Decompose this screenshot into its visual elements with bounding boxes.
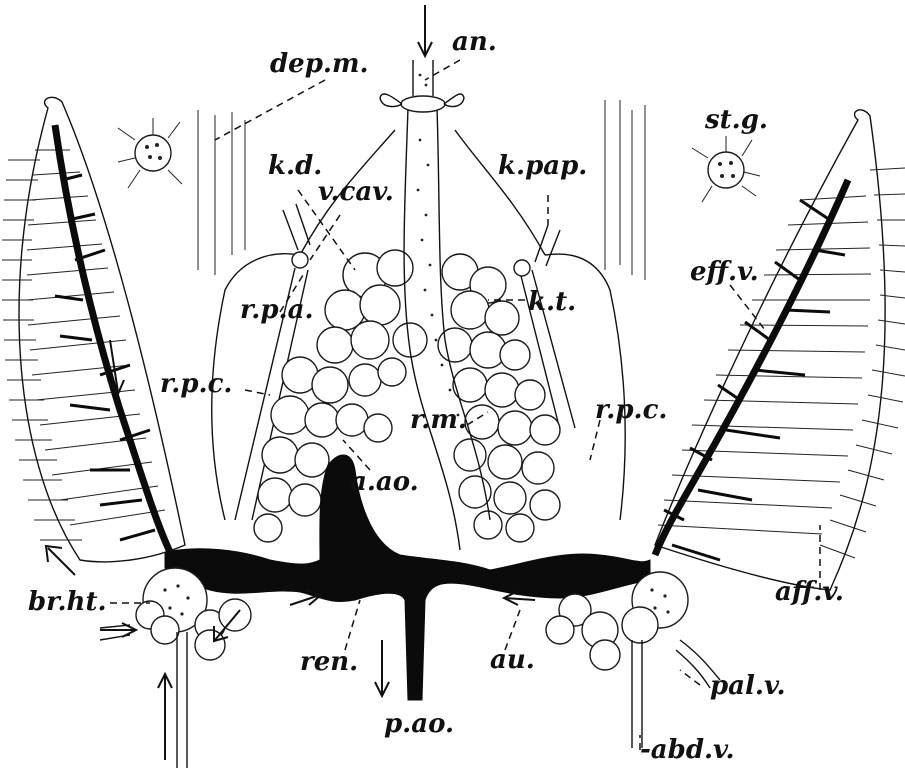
branchial-heart-left [100,568,251,768]
depressor-muscles [198,100,645,280]
label-a-ao: a.ao. [350,467,419,497]
label-an-top: an. [452,27,497,57]
label-r-p-a: r.p.a. [240,295,314,325]
branchial-heart-right [546,572,720,748]
label-pal-v: pal.v. [710,671,786,701]
label-dep-m: dep.m. [270,49,369,79]
statocyst-left [118,118,182,188]
label-k-t: k.t. [528,287,576,317]
label-eff-v: eff.v. [690,257,759,287]
label-r-p-c-right: r.p.c. [595,395,667,425]
label-r-m: r.m. [410,405,467,435]
label-k-pap: k.pap. [498,151,587,181]
statocyst-right [692,136,760,202]
label-ren: ren. [300,647,358,677]
label-p-ao: p.ao. [384,709,454,739]
label-k-d: k.d. [268,151,322,181]
label-r-p-c-left: r.p.c. [160,369,232,399]
label-st-g: st.g. [704,105,768,135]
label-abd-v: -abd.v. [640,735,735,765]
label-au: au. [490,645,535,675]
label-v-cav: v.cav. [318,177,394,207]
label-aff-v: aff.v. [775,577,844,607]
right-gill [655,110,905,590]
label-br-ht: br.ht. [28,587,107,617]
